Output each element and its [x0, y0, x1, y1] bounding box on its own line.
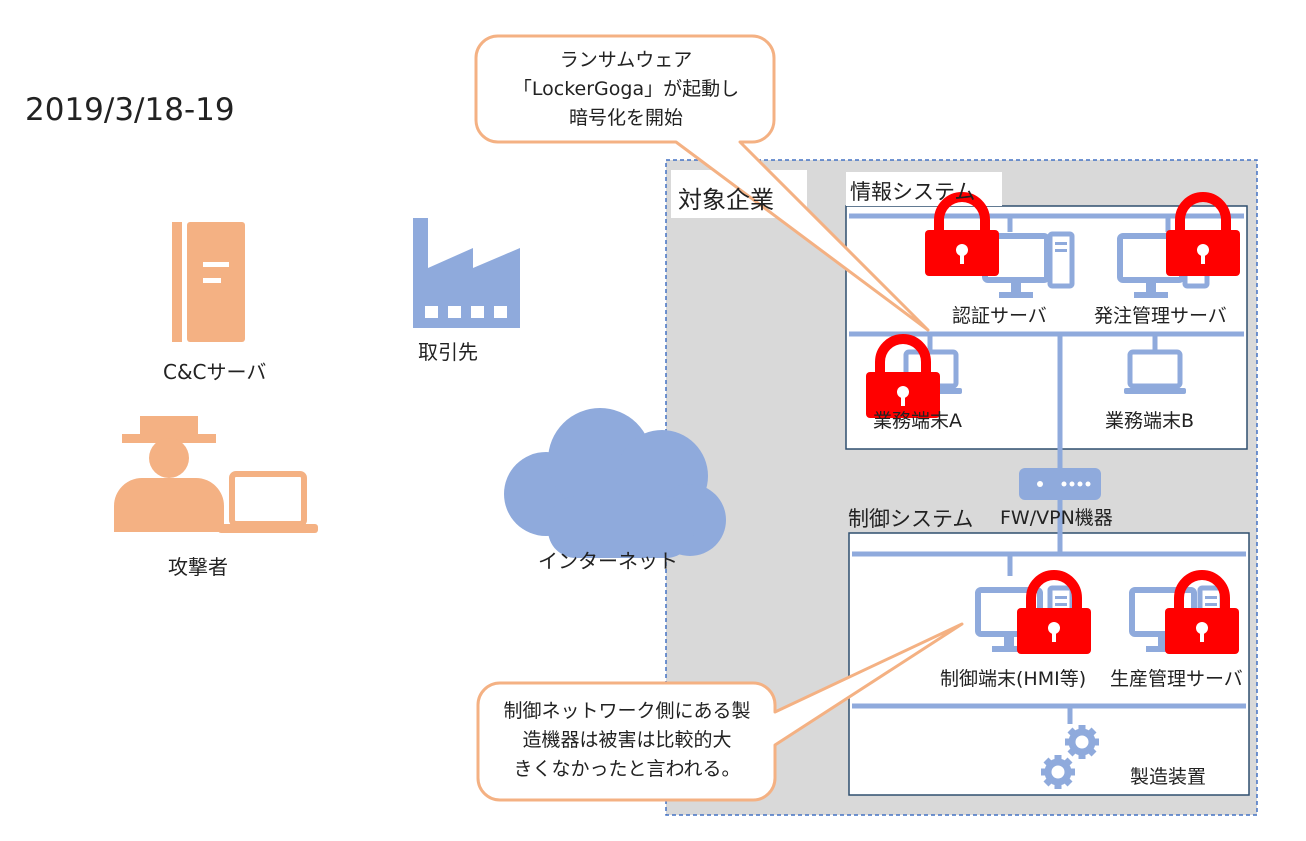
- firewall-icon: [1019, 468, 1101, 500]
- control-system-title: 制御システム: [848, 507, 974, 531]
- ransomware-callout: ランサムウェア 「LockerGoga」が起動し 暗号化を開始: [482, 46, 770, 133]
- terminal-a-label: 業務端末A: [873, 410, 962, 432]
- incident-date: 2019/3/18-19: [25, 92, 235, 128]
- ransomware-callout-line: ランサムウェア: [559, 49, 693, 71]
- production-server-label: 生産管理サーバ: [1110, 668, 1243, 690]
- control-note-line: 制御ネットワーク側にある製: [503, 700, 751, 722]
- terminal-b-label: 業務端末B: [1105, 410, 1195, 432]
- partner-label: 取引先: [418, 340, 478, 364]
- cc-server-icon: [172, 222, 245, 342]
- ransomware-callout-shape: [474, 34, 930, 332]
- internet-label: インターネット: [538, 549, 678, 573]
- auth-server-label: 認証サーバ: [952, 305, 1047, 327]
- cc-server-label: C&Cサーバ: [163, 360, 267, 384]
- cloud-icon: [504, 408, 726, 558]
- control-note-line: 造機器は被害は比較的大: [522, 729, 732, 751]
- firewall-label: FW/VPN機器: [1000, 507, 1113, 529]
- ransomware-callout-line: 暗号化を開始: [568, 107, 683, 129]
- company-label: 対象企業: [678, 186, 774, 214]
- control-note-callout: 制御ネットワーク側にある製 造機器は被害は比較的大 きくなかったと言われる。: [484, 697, 770, 784]
- order-server-label: 発注管理サーバ: [1094, 305, 1227, 327]
- hmi-label: 制御端末(HMI等): [940, 668, 1087, 690]
- control-network-lines: [852, 551, 1246, 724]
- control-note-line: きくなかったと言われる。: [513, 758, 741, 780]
- attacker-laptop-icon: [218, 471, 318, 533]
- ransomware-callout-line: 「LockerGoga」が起動し: [512, 78, 740, 100]
- control-note-callout-shape: [476, 622, 964, 802]
- factory-icon: [413, 218, 520, 328]
- it-system-title: 情報システム: [850, 180, 976, 204]
- attacker-icon: [114, 416, 224, 532]
- equipment-label: 製造装置: [1130, 766, 1207, 788]
- attacker-label: 攻撃者: [168, 555, 228, 579]
